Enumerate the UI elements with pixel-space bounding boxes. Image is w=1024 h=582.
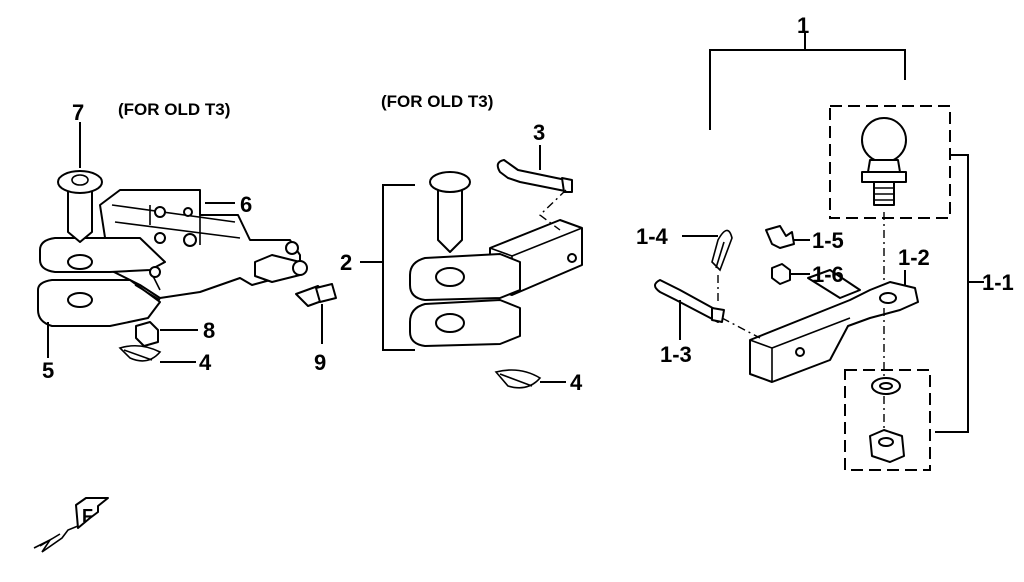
bracket-1-1	[935, 154, 969, 433]
callout-1-5: 1-5	[812, 228, 844, 253]
hair-clip-4-left	[118, 344, 196, 363]
receiver-pin-3	[496, 145, 573, 231]
pin-1-3	[654, 279, 761, 340]
bolt-9	[295, 283, 337, 344]
right-hitch-assembly: 1 1-1 1-2 1-3	[636, 13, 1014, 471]
callout-8: 8	[203, 318, 215, 343]
clevis-plate-upper-5	[39, 237, 166, 273]
bolt-8	[135, 321, 198, 347]
wing-bolt-1-5	[765, 225, 810, 249]
callout-9: 9	[314, 350, 326, 375]
hitch-pin-7	[57, 122, 103, 243]
clip-1-4	[682, 229, 733, 305]
hitch-pin-middle	[429, 171, 471, 253]
callout-1-2: 1-2	[898, 245, 930, 270]
hair-clip-4-middle	[494, 369, 566, 389]
callout-6: 6	[240, 192, 252, 217]
callout-1-3: 1-3	[660, 342, 692, 367]
hitch-ball	[861, 117, 907, 206]
callout-4-left: 4	[199, 350, 212, 375]
hex-nut	[869, 429, 905, 463]
callout-1-4: 1-4	[636, 224, 669, 249]
callout-1-6: 1-6	[812, 262, 844, 287]
callout-2: 2	[340, 250, 352, 275]
left-hitch-assembly: (FOR OLD T3)	[37, 100, 337, 383]
middle-note-for-old-t3: (FOR OLD T3)	[381, 92, 493, 111]
direction-letter: F	[82, 506, 93, 526]
nut-1-6	[771, 263, 810, 285]
callout-7: 7	[72, 100, 84, 125]
callout-1: 1	[797, 13, 809, 38]
clevis-plate-lower-5	[37, 279, 161, 327]
hitch-ball-box	[829, 105, 951, 219]
bracket-2	[382, 184, 415, 351]
callout-1-1: 1-1	[982, 270, 1014, 295]
callout-3: 3	[533, 120, 545, 145]
left-note-for-old-t3: (FOR OLD T3)	[118, 100, 230, 119]
bracket-1	[709, 49, 906, 130]
middle-hitch-assembly: (FOR OLD T3) 2 3	[340, 92, 583, 395]
washer-nut-box	[844, 369, 931, 471]
drawbar-1-2	[749, 281, 919, 383]
front-direction-icon: F	[33, 497, 109, 553]
callout-5: 5	[42, 358, 54, 383]
callout-4-middle: 4	[570, 370, 583, 395]
lock-washer	[871, 377, 901, 395]
